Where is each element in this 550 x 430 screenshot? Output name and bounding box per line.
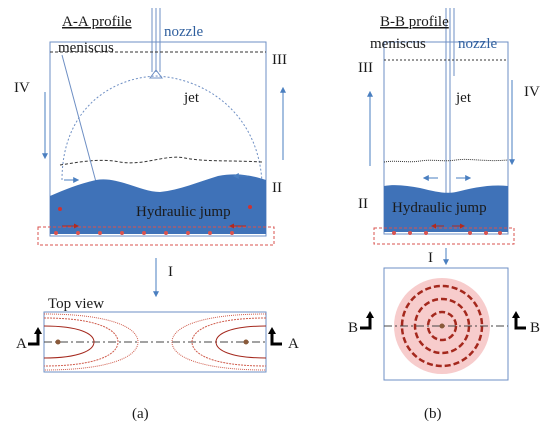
region-label-a-I: I	[168, 264, 173, 280]
steel-pool-b	[384, 185, 508, 232]
region-label-b-I: I	[428, 250, 433, 266]
slag-dots-b	[392, 231, 502, 235]
caption-b: (b)	[424, 406, 442, 422]
hydraulic-jump-label-a: Hydraulic jump	[136, 204, 231, 220]
region-label-b-IV: IV	[524, 84, 540, 100]
jet-impact-dot-a-right	[243, 339, 249, 345]
region-label-a-II: II	[272, 180, 282, 196]
section-marker-a-left-icon	[28, 330, 40, 346]
profile-title-b: B-B profile	[380, 14, 449, 30]
nozzle-label-b: nozzle	[458, 36, 497, 52]
top-view-contours-a	[43, 313, 267, 371]
region-label-a-III: III	[272, 52, 287, 68]
top-view-label-a: Top view	[48, 296, 104, 312]
meniscus-label-b: meniscus	[370, 36, 426, 52]
section-marker-a-right: A	[288, 336, 299, 352]
section-marker-a-left: A	[16, 336, 27, 352]
slag-dots-a	[54, 231, 234, 235]
section-marker-b-right-icon	[514, 314, 526, 330]
region-label-b-III: III	[358, 60, 373, 76]
profile-title-a: A-A profile	[62, 14, 132, 30]
caption-a: (a)	[132, 406, 149, 422]
meniscus-label-a: meniscus	[58, 40, 114, 56]
section-marker-b-left: B	[348, 320, 358, 336]
top-view-box-b	[383, 267, 509, 381]
panel-b: B-B profile meniscus nozzle jet Hydrauli…	[348, 8, 540, 422]
region-label-b-II: II	[358, 196, 368, 212]
nozzle-a	[149, 8, 163, 79]
meniscus-leader-a	[61, 54, 97, 183]
section-marker-b-left-icon	[360, 314, 372, 330]
jet-impact-dot-b	[439, 323, 445, 329]
panel-a: A-A profile nozzle meniscus jet Hydrauli…	[14, 8, 299, 422]
slag-zone-b	[373, 227, 515, 245]
slag-zone-a	[37, 226, 275, 246]
vessel-a-outline	[49, 41, 267, 237]
jet-label-a: jet	[183, 90, 200, 106]
jet-impact-dot-a-left	[55, 339, 61, 345]
jet-label-b: jet	[455, 90, 472, 106]
nozzle-label-a: nozzle	[164, 24, 203, 40]
section-marker-b-right: B	[530, 320, 540, 336]
red-dot-a-left	[58, 207, 62, 211]
region-label-a-IV: IV	[14, 80, 30, 96]
jet-plume-a	[61, 75, 263, 183]
steel-pool-a	[50, 174, 266, 234]
hydraulic-jump-label-b: Hydraulic jump	[392, 200, 487, 216]
interface-line-b	[383, 158, 509, 163]
section-marker-a-right-icon	[270, 330, 282, 346]
interface-line-a	[59, 156, 263, 166]
red-dot-a-right	[248, 205, 252, 209]
